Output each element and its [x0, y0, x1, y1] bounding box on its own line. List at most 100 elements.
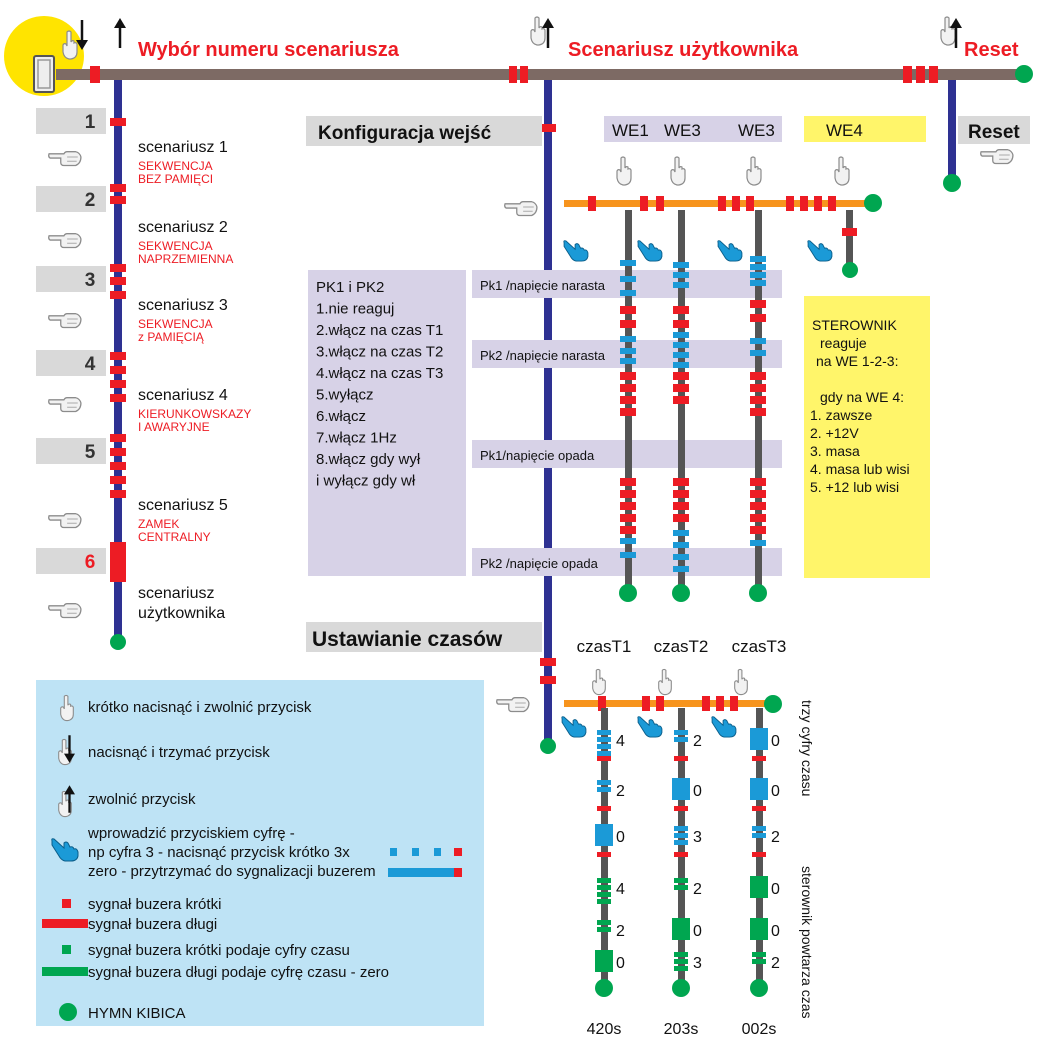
scenario-subtitle: CENTRALNY: [138, 530, 211, 544]
blue-signal: [750, 280, 766, 286]
digit-zero-signal: [595, 824, 613, 846]
scenario-number-box: [36, 438, 106, 464]
blue-signal: [673, 282, 689, 288]
red-signal: [750, 396, 766, 404]
legend-digit-signals: [388, 848, 462, 877]
digit-end-signal: [752, 756, 766, 761]
scenario-line-end: [110, 634, 126, 650]
timer-digit: 0: [616, 829, 625, 846]
timer-total: 420s: [587, 1021, 622, 1038]
timer-digit: 0: [693, 783, 702, 800]
red-signal: [673, 502, 689, 510]
timer-digit: 0: [771, 783, 780, 800]
red-signal: [620, 478, 636, 486]
main-button-icon[interactable]: [33, 55, 55, 93]
red-signal: [750, 314, 766, 322]
blue-signal: [750, 338, 766, 344]
hand-tap-icon-2: [637, 240, 663, 262]
red-signal: [620, 384, 636, 392]
blue-signal: [620, 290, 636, 296]
scenario-title: scenariusz 1: [138, 139, 228, 156]
main-button-inner: [37, 59, 51, 89]
heading-reset: Reset: [964, 39, 1019, 61]
scenario-number: 6: [85, 552, 96, 573]
config-bus-signals: [588, 196, 836, 211]
hand-point-icon: [48, 603, 82, 619]
blue-signal: [750, 264, 766, 270]
digit-tick-signal: [752, 959, 766, 964]
pk-box-line: 3.włącz na czas T2: [316, 344, 443, 361]
config-input-lines: [619, 210, 858, 602]
scenario-signals: [110, 118, 126, 582]
legend-red-short-marker: [62, 899, 71, 908]
time-heading-box: [306, 622, 542, 652]
blue-signal: [673, 542, 689, 548]
controller-line: STEROWNIK: [812, 317, 897, 333]
controller-line: reaguje: [820, 335, 867, 351]
digit-tick-signal: [674, 966, 688, 971]
hand-press-icon-t2: [658, 668, 672, 696]
hand-point-icon-reset: [980, 149, 1014, 165]
blue-signal: [673, 272, 689, 278]
timer-digit: 0: [771, 733, 780, 750]
blue-signal: [750, 272, 766, 278]
red-signal: [750, 384, 766, 392]
input-we4: WE4: [826, 121, 863, 140]
red-signal: [750, 372, 766, 380]
pk-box-line: 8.włącz gdy wył: [316, 451, 421, 468]
input-line-end: [619, 584, 637, 602]
digit-tick-signal: [597, 899, 611, 904]
vertical-label-repeat: sterownik powtarza czas: [799, 866, 815, 1019]
controller-line: 5. +12 lub wisi: [810, 479, 899, 495]
hand-tap-icon-t1: [561, 716, 587, 738]
timer-label: czasT2: [654, 637, 709, 656]
legend-anthem-marker: [59, 1003, 77, 1021]
digit-zero-signal: [750, 918, 768, 940]
track-end-circle: [1015, 65, 1033, 83]
config-heading-box: [306, 116, 542, 146]
pk-row-label: Pk2 /napięcie opada: [480, 556, 599, 571]
heading-scenario-select: Wybór numeru scenariusza: [138, 39, 400, 61]
digit-tick-signal: [674, 952, 688, 957]
scenario-subtitle: SEKWENCJA: [138, 159, 213, 173]
blue-signal: [673, 554, 689, 560]
red-signal: [620, 396, 636, 404]
config-bus: [564, 200, 870, 207]
digit-zero-signal: [672, 918, 690, 940]
legend-buzzer-long: sygnał buzera długi: [88, 916, 217, 933]
heading-user-scenario: Scenariusz użytkownika: [568, 39, 799, 61]
pk-row-label: Pk1/napięcie opada: [480, 448, 595, 463]
digit-tick-signal: [597, 730, 611, 735]
user-line-signals: [540, 124, 556, 684]
timer-line: [756, 708, 763, 988]
controller-box: [804, 296, 930, 578]
timer-line-end: [595, 979, 613, 997]
digit-zero-signal: [750, 876, 768, 898]
hand-point-icon: [48, 397, 82, 413]
timer-line: [601, 708, 608, 988]
red-signal: [750, 300, 766, 308]
reset-line-end: [943, 174, 961, 192]
pk-box-line: 2.włącz na czas T1: [316, 322, 443, 339]
scenario-subtitle: z PAMIĘCIĄ: [138, 330, 205, 344]
legend-green-short: sygnał buzera krótki podaje cyfry czasu: [88, 942, 350, 959]
scenario-number-box: [36, 108, 106, 134]
red-signal: [620, 526, 636, 534]
blue-signal: [620, 276, 636, 282]
reset-box-label: Reset: [968, 122, 1020, 143]
legend-green-long-marker: [42, 967, 88, 976]
pk-box-line: 6.włącz: [316, 408, 366, 425]
digit-tick-signal: [674, 737, 688, 742]
timer-total: 002s: [742, 1021, 777, 1038]
time-bus: [564, 700, 770, 707]
scenario-title: scenariusz 2: [138, 219, 228, 236]
scenario-subtitle: NAPRZEMIENNA: [138, 252, 233, 266]
hand-point-icon: [48, 313, 82, 329]
digit-tick-signal: [597, 920, 611, 925]
digit-end-signal: [597, 756, 611, 761]
timer-digit: 0: [693, 923, 702, 940]
timer-digit: 0: [771, 881, 780, 898]
blue-signal: [673, 566, 689, 572]
